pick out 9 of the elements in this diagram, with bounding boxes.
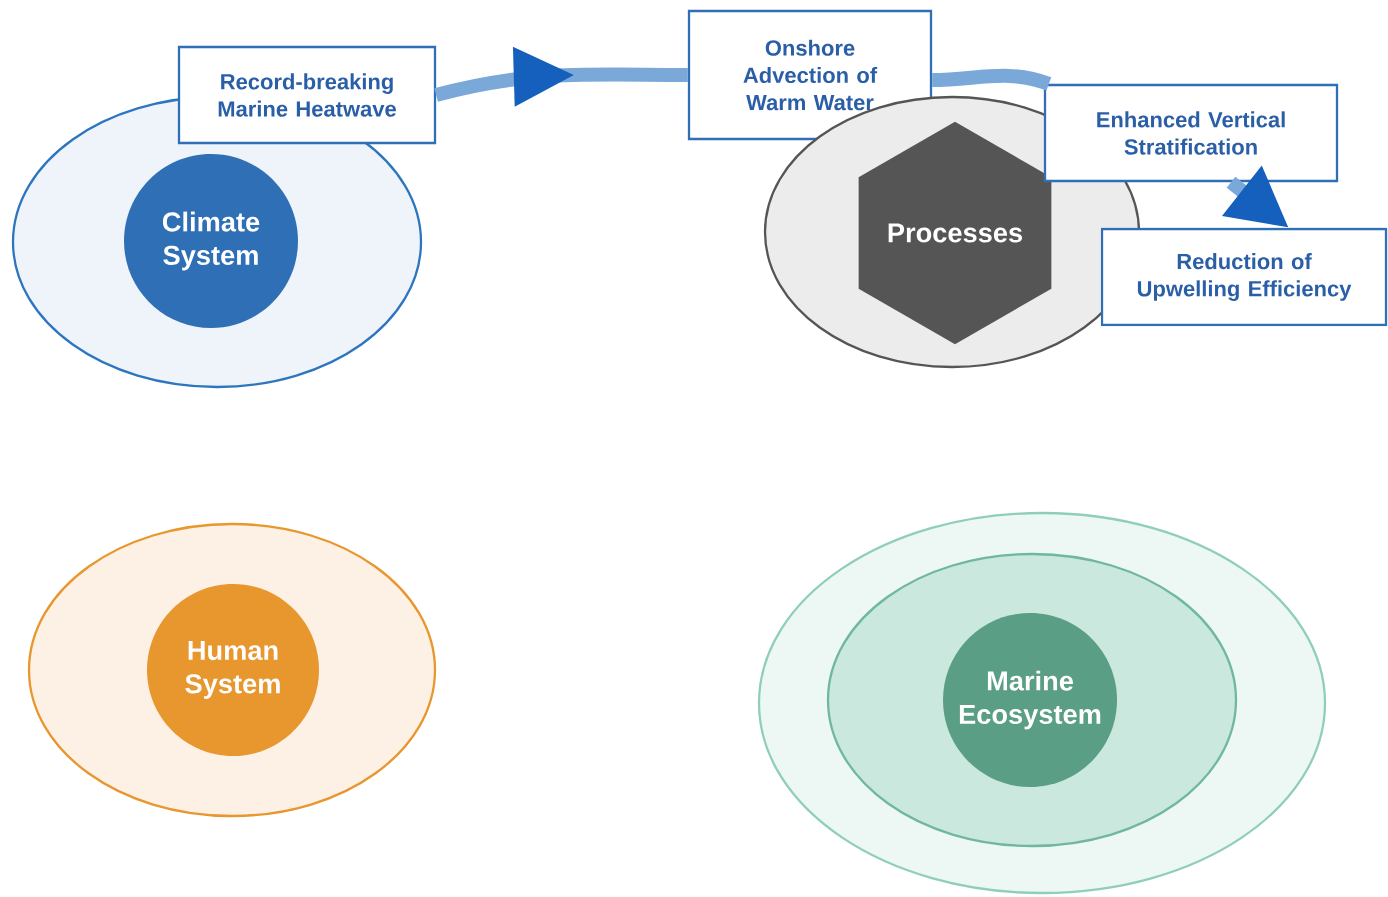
circle-node: Marine Ecosystem [943,613,1117,787]
process-box: Reduction of Upwelling Efficiency [1100,227,1388,327]
process-box: Record-breaking Marine Heatwave [177,45,437,145]
process-box: Enhanced Vertical Stratification [1043,83,1339,183]
circle-node: Human System [147,584,319,756]
hexagon-node: Processes [858,121,1052,345]
arrow [434,46,688,107]
circle-node: Climate System [124,154,298,328]
process-box: Onshore Advection of Warm Water [687,9,933,141]
